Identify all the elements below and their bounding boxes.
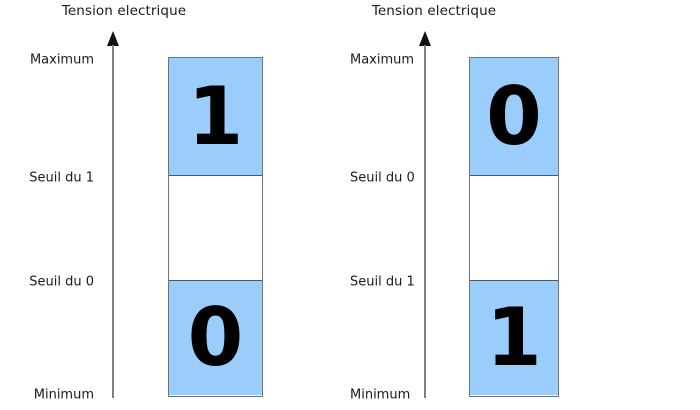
band-upper: 0 [470,58,558,176]
axis-title: Tension electrique [371,3,497,19]
voltage-axis [112,45,114,398]
tick-label-lower-threshold: Seuil du 0 [29,274,94,290]
tick-label-upper-threshold: Seuil du 0 [350,170,415,186]
tick-label-maximum: Maximum [29,52,94,68]
tick-label-minimum: Minimum [350,387,411,403]
band-middle [470,176,558,280]
tick-label-maximum: Maximum [350,52,415,68]
tick-label-minimum: Minimum [33,387,94,403]
band-lower-digit: 0 [187,291,244,384]
band-upper-digit: 0 [486,69,542,163]
tick-label-lower-threshold: Seuil du 1 [350,274,415,290]
band-upper: 1 [169,58,262,176]
axis-arrow-icon [107,31,119,46]
band-lower-digit: 1 [486,291,542,384]
band-lower: 1 [470,280,558,395]
band-upper-digit: 1 [187,69,244,163]
voltage-axis [424,45,426,398]
band-lower: 0 [169,280,262,395]
band-middle [169,176,262,280]
axis-title: Tension electrique [61,3,187,19]
tick-label-upper-threshold: Seuil du 1 [29,170,94,186]
diagram-panel-positive-logic: Tension electrique Maximum Seuil du 1 Se… [29,3,263,403]
voltage-level-bar: 0 1 [469,57,559,397]
axis-arrow-icon [419,31,431,46]
diagram-panel-negative-logic: Tension electrique Maximum Seuil du 0 Se… [350,0,700,410]
voltage-level-bar: 1 0 [168,57,263,397]
